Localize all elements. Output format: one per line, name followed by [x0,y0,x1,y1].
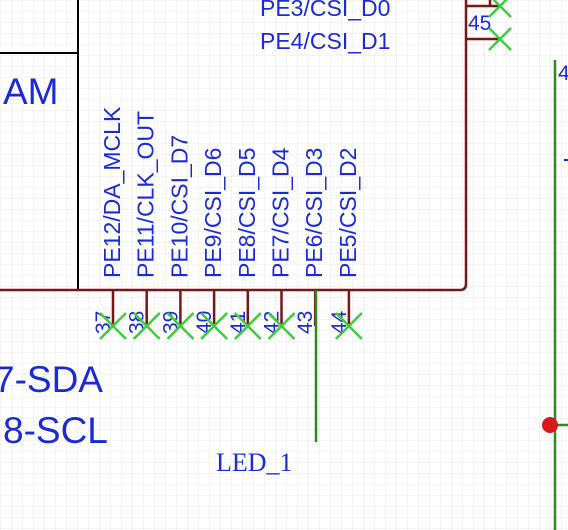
pin-number-39: 39 [159,311,182,334]
pin-label-39: PE10/CSI_D7 [166,135,192,278]
pin-number-44: 44 [328,310,351,334]
pin-number-42: 42 [261,311,284,334]
pin-number-43: 43 [294,311,317,334]
pin-label-41: PE8/CSI_D5 [234,148,260,278]
net-label-led1[interactable]: LED_1 [216,448,293,477]
pin-number-40: 40 [193,311,216,334]
pin-label-42: PE7/CSI_D4 [268,147,294,278]
pin-label-43: PE6/CSI_D3 [301,148,327,278]
left-label-am: AM [3,71,59,112]
right-pin-label-pe3: PE3/CSI_D0 [260,0,390,21]
noconnect-marker-40 [200,312,228,340]
pin-label-37: PE12/DA_MCLK [99,106,125,278]
right-pin-label-pe4: PE4/CSI_D1 [260,28,390,54]
pin-number-41: 41 [227,311,250,334]
junction-dot [542,417,558,433]
noconnect-marker-42 [267,312,296,340]
pin-label-44: PE5/CSI_D2 [335,148,361,278]
left-label-scl: 8-SCL [3,410,108,451]
left-label-sda: 7-SDA [0,359,103,400]
noconnect-marker-37 [99,312,127,340]
left-component-outline [0,0,79,290]
pin-label-40: PE9/CSI_D6 [200,148,226,278]
right-pin-stubs [466,0,500,41]
pin-number-37: 37 [92,311,115,334]
chip-body[interactable] [0,0,468,292]
right-pin-number-45: 45 [468,12,491,35]
noconnect-marker-44 [335,312,363,340]
right-noconnect-markers [488,0,512,51]
noconnect-marker-41 [233,312,262,340]
bottom-pins: PE12/DA_MCLK 37 PE11/CLK_OUT 38 PE10/CSI_D7 3… [92,106,363,340]
pin-number-38: 38 [126,311,149,334]
noconnect-marker-38 [132,312,161,340]
right-edge-label: 4 [558,62,568,85]
noconnect-marker-39 [166,312,195,340]
pin-label-38: PE11/CLK_OUT [133,111,159,278]
